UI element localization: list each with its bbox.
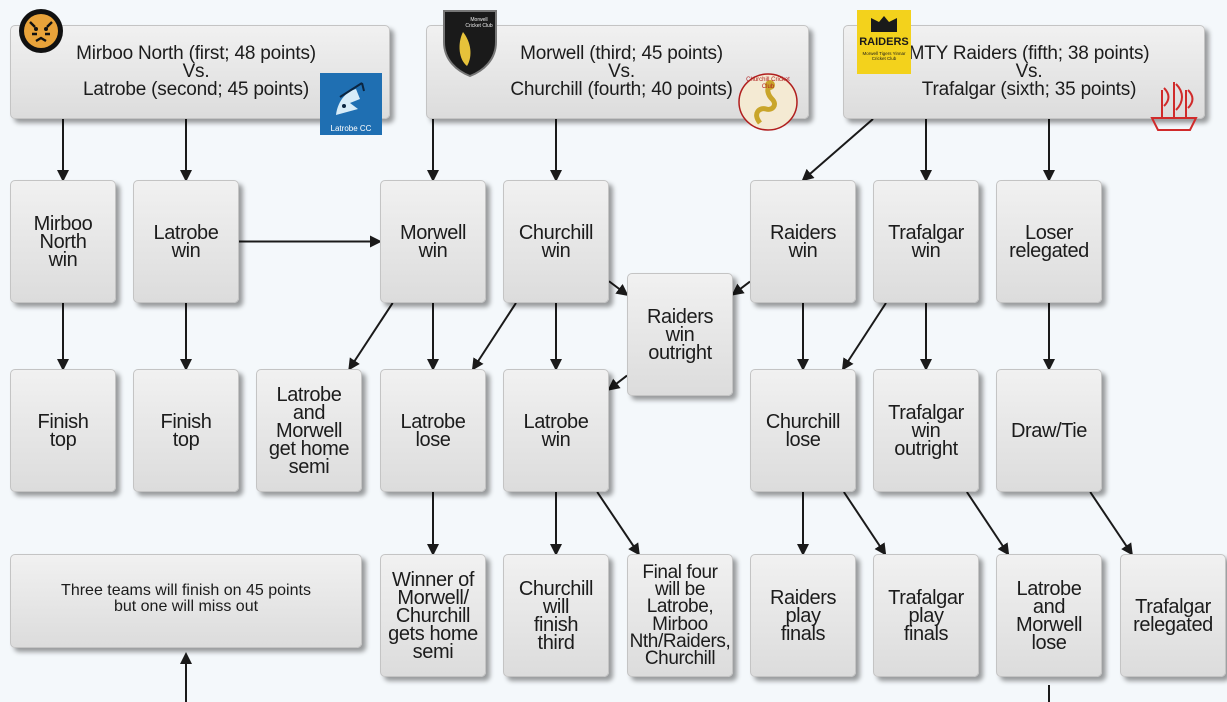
node-latrobe-lose: Latrobe lose (380, 369, 486, 492)
latrobe-cc-logo: Latrobe CC (320, 73, 382, 135)
node-finish-top-mirboo: Finish top (10, 369, 116, 492)
node-final-four: Final four will be Latrobe, Mirboo Nth/R… (627, 554, 733, 677)
node-latrobe-win: Latrobe win (133, 180, 239, 303)
node-label: Churchill win (518, 221, 594, 262)
arrow-churchill-win-to-raiders-win-outright (608, 280, 629, 296)
node-label: Raiders win (769, 221, 837, 262)
node-raiders-play-finals: Raiders play finals (750, 554, 856, 677)
node-label: Draw/Tie (1010, 419, 1088, 442)
raiders-club-name: Morwell Tigers Yinnar Cricket Club (862, 51, 906, 61)
node-label: Finish top (160, 410, 212, 451)
node-label: Latrobe win (523, 410, 589, 451)
matchup-mirboo-latrobe: Mirboo North (first; 48 points) Vs. Latr… (10, 25, 390, 119)
arrow-raiders-win-to-raiders-win-outright (731, 280, 751, 296)
node-label: Loser relegated (1009, 221, 1089, 262)
latrobe-cc-label: Latrobe CC (330, 124, 372, 133)
node-draw-tie: Draw/Tie (996, 369, 1102, 492)
node-label: Raiders play finals (769, 586, 837, 645)
matchup-raiders-trafalgar: MTY Raiders (fifth; 38 points) Vs. Trafa… (843, 25, 1205, 119)
node-mirboo-north-win: Mirboo North win (10, 180, 116, 303)
node-label: Trafalgar win outright (888, 401, 964, 460)
trafalgar-ship-logo (1146, 76, 1202, 136)
node-raiders-win-outright: Raiders win outright (627, 273, 733, 396)
node-label: Churchill lose (765, 410, 841, 451)
node-churchill-win: Churchill win (503, 180, 609, 303)
arrow-trafalgar-win-outright-to-latrobe-morwell-lose (966, 491, 1010, 556)
arrow-morwell-win-to-latrobe-morwell-home-semi (348, 302, 394, 371)
node-latrobe-morwell-lose: Latrobe and Morwell lose (996, 554, 1102, 677)
node-morwell-win: Morwell win (380, 180, 486, 303)
arrow-churchill-win-to-latrobe-lose (471, 302, 517, 371)
matchup-text: MTY Raiders (fifth; 38 points) Vs. Trafa… (908, 42, 1150, 101)
node-finish-top-latrobe: Finish top (133, 369, 239, 492)
arrow-latrobe-win-2-to-final-four (596, 491, 640, 556)
arrow-draw-tie-to-trafalgar-relegated (1089, 491, 1133, 556)
node-label: Raiders win outright (646, 305, 714, 364)
node-label: Latrobe win (153, 221, 219, 262)
node-label: Final four will be Latrobe, Mirboo Nth/R… (629, 562, 731, 669)
morwell-cricket-club-label: Morwell Cricket Club (465, 17, 493, 29)
node-latrobe-win-second: Latrobe win (503, 369, 609, 492)
node-churchill-finish-third: Churchill will finish third (503, 554, 609, 677)
churchill-cricket-club-label: Churchill Cricket Club (746, 77, 790, 90)
node-label: Three teams will finish on 45 points but… (61, 582, 311, 615)
matchup-text: Morwell (third; 45 points) Vs. Churchill… (510, 42, 733, 101)
node-label: Mirboo North win (33, 212, 93, 271)
node-label: Trafalgar play finals (888, 586, 964, 645)
node-label: Latrobe and Morwell get home semi (268, 383, 350, 478)
node-loser-relegated: Loser relegated (996, 180, 1102, 303)
node-churchill-lose: Churchill lose (750, 369, 856, 492)
node-label: Latrobe lose (400, 410, 466, 451)
churchill-cricket-club-cobra-logo: Churchill Cricket Club (738, 73, 798, 131)
mirboo-north-tiger-logo (18, 8, 64, 54)
node-label: Trafalgar win (888, 221, 964, 262)
node-label: Latrobe and Morwell lose (1015, 577, 1083, 654)
morwell-cricket-club-shield-logo: Morwell Cricket Club (441, 8, 499, 78)
node-trafalgar-play-finals: Trafalgar play finals (873, 554, 979, 677)
arrow-churchill-lose-to-trafalgar-play-finals (843, 491, 887, 556)
node-label: Trafalgar relegated (1133, 595, 1213, 636)
node-label: Finish top (37, 410, 89, 451)
node-trafalgar-relegated: Trafalgar relegated (1120, 554, 1226, 677)
raiders-label: RAIDERS (859, 36, 909, 48)
node-label: Morwell win (399, 221, 467, 262)
arrow-h3-to-raiders-win (801, 118, 874, 182)
arrow-raiders-win-outright-to-latrobe-win-2 (607, 374, 628, 391)
node-label: Churchill will finish third (518, 577, 594, 654)
node-label: Winner of Morwell/ Churchill gets home s… (388, 568, 478, 663)
raiders-logo: RAIDERS Morwell Tigers Yinnar Cricket Cl… (857, 10, 911, 74)
node-winner-home-semi: Winner of Morwell/ Churchill gets home s… (380, 554, 486, 677)
node-trafalgar-win-outright: Trafalgar win outright (873, 369, 979, 492)
node-three-teams-note: Three teams will finish on 45 points but… (10, 554, 362, 648)
matchup-text: Mirboo North (first; 48 points) Vs. Latr… (76, 42, 316, 101)
node-trafalgar-win: Trafalgar win (873, 180, 979, 303)
arrow-trafalgar-win-to-churchill-lose (841, 302, 887, 371)
node-latrobe-morwell-home-semi: Latrobe and Morwell get home semi (256, 369, 362, 492)
node-raiders-win: Raiders win (750, 180, 856, 303)
